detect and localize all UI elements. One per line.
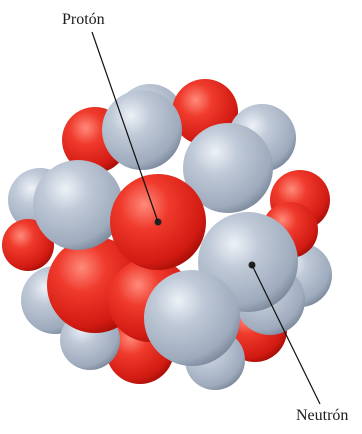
neutron-label: Neutrón (296, 408, 348, 424)
proton-label: Protón (62, 12, 105, 28)
nucleus-cluster (2, 79, 332, 390)
neutron-ball (102, 90, 182, 170)
neutron-ball (33, 160, 123, 250)
neutron-ball (144, 270, 240, 366)
